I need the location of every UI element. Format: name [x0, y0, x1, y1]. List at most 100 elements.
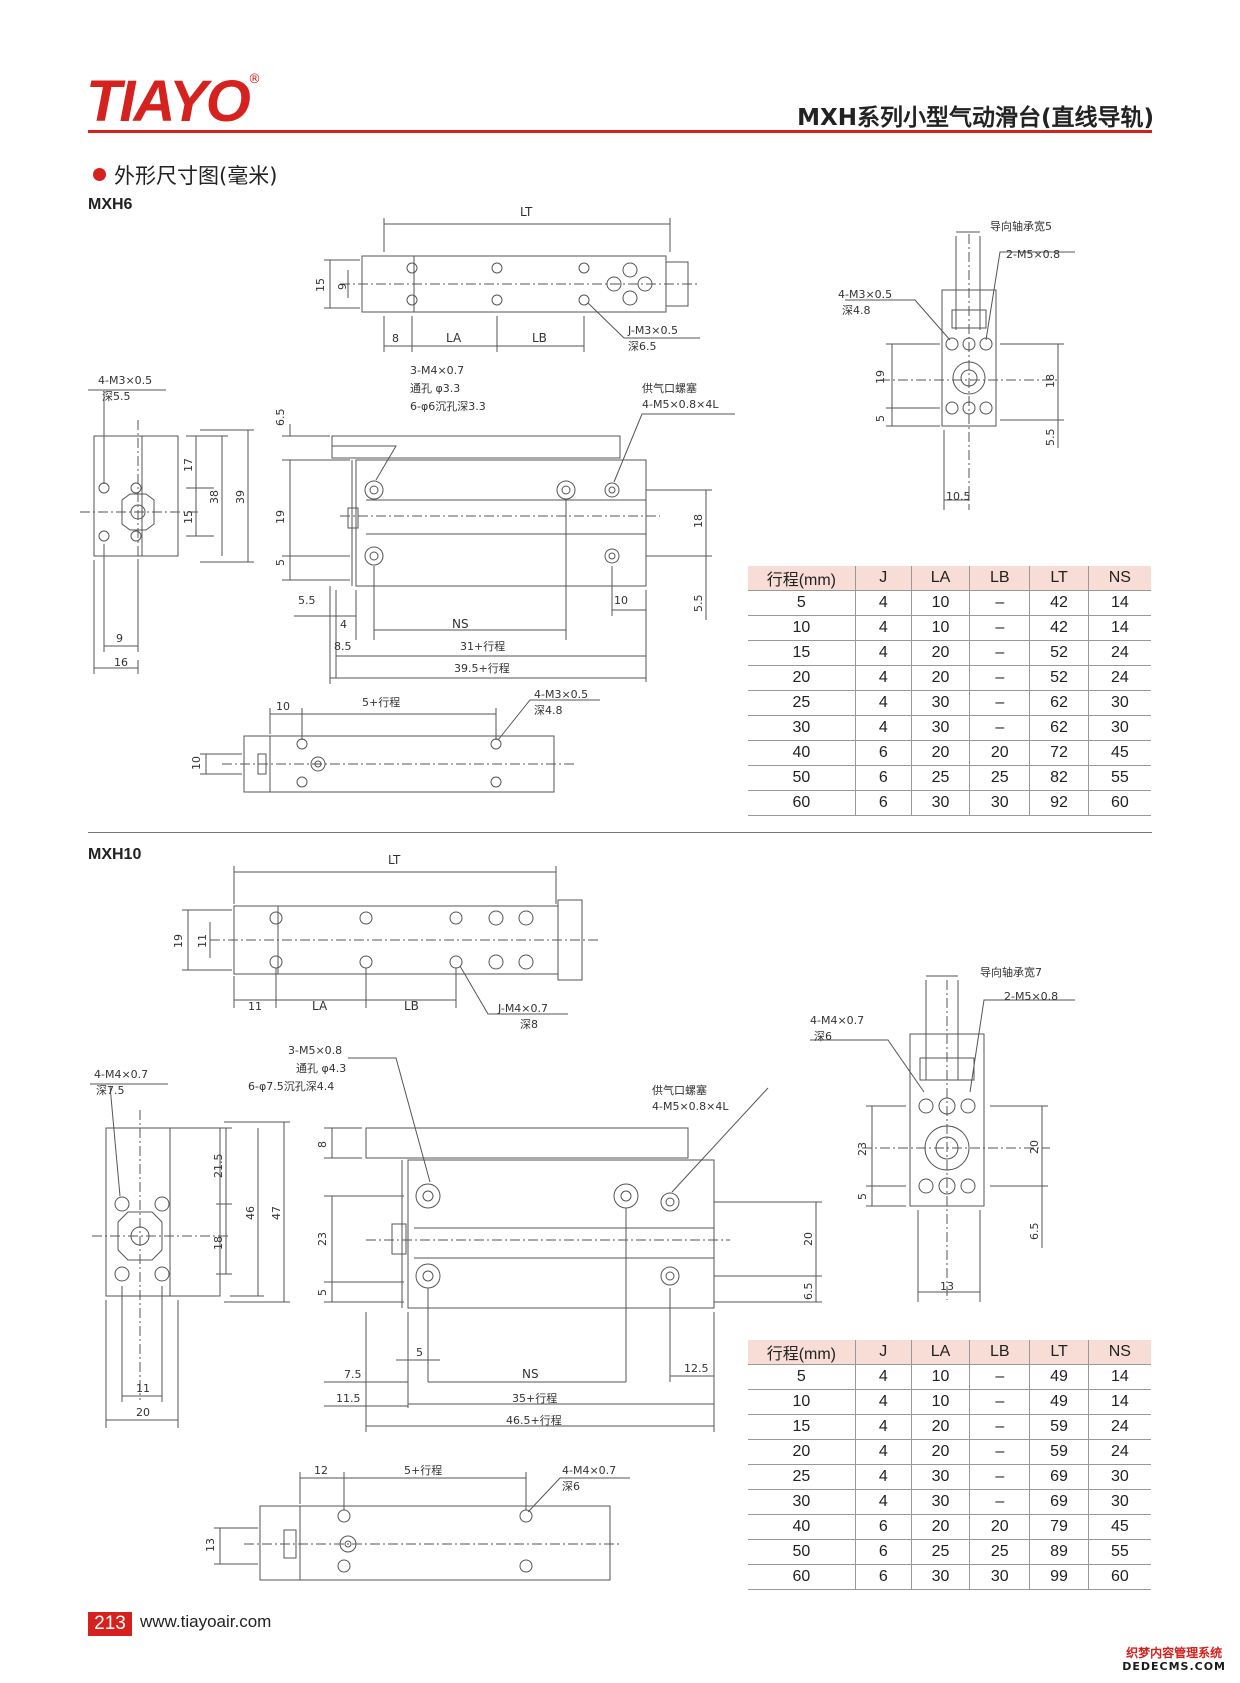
table-cell: 14 — [1087, 1389, 1151, 1415]
dim-5-5c: 5.5 — [692, 595, 705, 613]
col-lb: LB — [969, 566, 1030, 591]
table-cell: 82 — [1029, 765, 1089, 791]
mxh6-right-view — [845, 231, 1075, 510]
table-cell: 55 — [1087, 765, 1151, 791]
dim-5c-10: 5 — [416, 1346, 423, 1359]
table-cell: 69 — [1029, 1489, 1089, 1515]
table-cell: – — [969, 715, 1030, 741]
table-cell: 10 — [910, 1364, 970, 1390]
watermark: 织梦内容管理系统 DEDECMS.COM — [1122, 1646, 1226, 1674]
table-cell: 10 — [748, 1389, 856, 1415]
table-cell: – — [969, 1439, 1030, 1465]
dim-18: 18 — [1044, 374, 1057, 388]
table-cell: 20 — [910, 1439, 970, 1465]
table-cell: 25 — [969, 765, 1030, 791]
table-cell: 89 — [1029, 1539, 1089, 1565]
col-ns: NS — [1087, 566, 1151, 591]
dim-12-10: 12 — [314, 1464, 328, 1477]
mxh6-left-view — [80, 389, 254, 674]
table-cell: 60 — [748, 1564, 856, 1590]
table-cell: 72 — [1029, 740, 1089, 766]
dim-lb: LB — [532, 331, 547, 345]
air-thread-label-10: 4-M5×0.8×4L — [652, 1100, 729, 1113]
table-cell: 6 — [854, 765, 912, 791]
mxh10-bottom-view — [214, 1472, 630, 1581]
table-cell: 30 — [1087, 1489, 1151, 1515]
table-cell: – — [969, 1464, 1030, 1490]
table-cell: 25 — [748, 690, 856, 716]
dim-5-stroke: 5+行程 — [362, 696, 400, 709]
table-cell: 30 — [748, 1489, 856, 1515]
table-cell: 4 — [854, 640, 912, 666]
dim-12-5-10: 12.5 — [684, 1362, 709, 1375]
table-cell: 10 — [910, 590, 970, 616]
table-cell: 4 — [854, 1414, 912, 1440]
dim-ns: NS — [452, 617, 469, 631]
table-cell: 42 — [1029, 590, 1089, 616]
table-cell: 50 — [748, 765, 856, 791]
table-cell: 15 — [748, 1414, 856, 1440]
table-cell: 62 — [1029, 690, 1089, 716]
dim-18b: 18 — [692, 514, 705, 528]
dim-46-10: 46 — [244, 1206, 257, 1220]
col-stroke: 行程(mm) — [748, 566, 856, 591]
dim-ns-10: NS — [522, 1367, 539, 1381]
mxh6-front-view — [282, 413, 735, 684]
col-lt: LT — [1029, 566, 1089, 591]
table-cell: 20 — [748, 665, 856, 691]
fr-through-label-10: 通孔 φ4.3 — [296, 1062, 346, 1075]
guide-bearing-label-10: 导向轴承宽7 — [980, 965, 1042, 979]
dim-8-10: 8 — [316, 1141, 329, 1148]
table-cell: 25 — [910, 1539, 970, 1565]
table-cell: – — [969, 690, 1030, 716]
section-title: 外形尺寸图(毫米) — [114, 164, 278, 188]
table-cell: 20 — [910, 640, 970, 666]
table-cell: 30 — [910, 1464, 970, 1490]
dim-17: 17 — [182, 458, 195, 472]
dim-10-5: 10.5 — [946, 490, 971, 503]
j-thread-label-10: J-M4×0.7 — [497, 1002, 548, 1015]
table-cell: 30 — [1087, 715, 1151, 741]
dim-la-10: LA — [312, 999, 328, 1013]
table-cell: 55 — [1087, 1539, 1151, 1565]
table-cell: 59 — [1029, 1439, 1089, 1465]
dim-5b: 5 — [274, 559, 287, 566]
dim-11c-10: 11 — [136, 1382, 150, 1395]
table-cell: – — [969, 590, 1030, 616]
dim-lb-10: LB — [404, 999, 419, 1013]
table-cell: 4 — [854, 715, 912, 741]
dim-16: 16 — [114, 656, 128, 669]
table-cell: – — [969, 665, 1030, 691]
table-cell: 30 — [910, 790, 970, 816]
page-number: 213 — [88, 1612, 132, 1636]
dim-5: 5 — [874, 415, 887, 422]
mxh6-top-view — [324, 218, 700, 352]
mxh6-bottom-view — [200, 699, 600, 793]
col-la: LA — [910, 1340, 970, 1365]
page-title: MXH系列小型气动滑台(直线导轨) — [797, 105, 1154, 131]
table-cell: – — [969, 1364, 1030, 1390]
dim-5-5: 5.5 — [1044, 429, 1057, 447]
table-cell: 30 — [1087, 690, 1151, 716]
table-cell: 4 — [854, 590, 912, 616]
col-stroke: 行程(mm) — [748, 1340, 856, 1365]
dim-18-10: 18 — [212, 1236, 225, 1250]
table-cell: 45 — [1087, 1514, 1151, 1540]
mxh10-right-view — [810, 975, 1075, 1302]
table-cell: 25 — [748, 1464, 856, 1490]
dim-19b: 19 — [274, 510, 287, 524]
bt-depth-label-10: 深6 — [562, 1480, 580, 1493]
fr-holes-label-10: 3-M5×0.8 — [288, 1044, 342, 1057]
dim-lt-10: LT — [388, 853, 401, 867]
table-cell: 4 — [854, 1389, 912, 1415]
table-cell: 6 — [854, 740, 912, 766]
j-depth-label-10: 深8 — [520, 1018, 538, 1031]
